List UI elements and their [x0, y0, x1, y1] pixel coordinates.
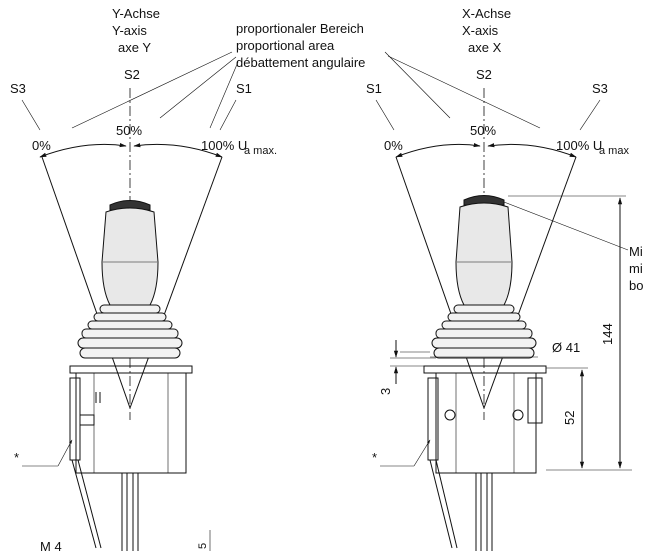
right-mount-plate [423, 365, 547, 374]
left-axis-label-fr: axe Y [118, 40, 151, 55]
right-callout-line1: Mi [629, 244, 643, 259]
right-bellows [431, 304, 537, 359]
right-callout-leader [503, 201, 629, 251]
left-side-block [69, 377, 81, 461]
right-screw-left [444, 409, 456, 421]
left-screw [79, 414, 95, 426]
left-dim-partial: 5 [197, 543, 209, 549]
right-housing [435, 372, 537, 474]
left-grip-body [101, 207, 159, 306]
right-grip-cap [463, 195, 505, 206]
left-bellows [77, 304, 183, 359]
right-arc-left [395, 142, 481, 158]
label-proportional-fr: débattement angulaire [236, 55, 365, 70]
right-dim-3: 3 [378, 388, 393, 395]
left-m4-label: M 4 [40, 539, 62, 551]
right-dim-d41: Ø 41 [552, 340, 580, 355]
left-pct-100: 100% U [201, 138, 247, 153]
left-cable [71, 459, 97, 549]
right-screw-right [512, 409, 524, 421]
proportional-range-label: proportionaler Bereich proportional area… [71, 21, 541, 129]
left-ua-subscript: a max. [244, 145, 277, 157]
left-s3-label: S3 [10, 81, 26, 96]
leader-line [387, 55, 541, 129]
right-s1-label: S1 [366, 81, 382, 96]
left-pct-50: 50% [116, 123, 142, 138]
right-s1-line [375, 99, 395, 131]
left-s1-line [219, 99, 237, 131]
right-side-block [427, 377, 439, 461]
right-pct-50: 50% [470, 123, 496, 138]
leader-line [159, 56, 237, 119]
right-dim-52: 52 [562, 411, 577, 425]
left-mount-plate [69, 365, 193, 374]
left-arc-right [133, 143, 223, 158]
left-s3-line [21, 99, 41, 131]
label-proportional-de: proportionaler Bereich [236, 21, 364, 36]
right-arc-right [487, 143, 577, 158]
right-callout-line3: bo [629, 278, 643, 293]
left-s1-label: S1 [236, 81, 252, 96]
right-dim-144: 144 [600, 323, 615, 345]
leader-line [384, 51, 451, 119]
left-star: * [14, 450, 19, 465]
right-axis-label-fr: axe X [468, 40, 502, 55]
right-callout-line2: mi [629, 261, 643, 276]
right-s2-label: S2 [476, 67, 492, 82]
left-axis-label-en: Y-axis [112, 23, 147, 38]
leader-line [71, 51, 233, 129]
right-pct-0: 0% [384, 138, 403, 153]
right-grip-body [455, 202, 513, 306]
right-s3-line [579, 99, 601, 131]
left-arc-left [39, 143, 127, 158]
right-axis-label-en: X-axis [462, 23, 499, 38]
right-pct-100: 100% U [556, 138, 602, 153]
left-s2-label: S2 [124, 67, 140, 82]
right-cable [429, 459, 453, 549]
label-proportional-en: proportional area [236, 38, 335, 53]
right-ua-subscript: a max [599, 145, 629, 157]
right-star: * [372, 450, 377, 465]
leader-line [209, 61, 239, 129]
left-grip-cap [109, 200, 151, 211]
left-axis-label-de: Y-Achse [112, 6, 160, 21]
right-s3-label: S3 [592, 81, 608, 96]
left-view-y-axis: Y-Achse Y-axis axe Y S2 S3 S1 0% 50% 100… [10, 6, 277, 551]
right-view-x-axis: X-Achse X-axis axe X S2 S1 S3 0% 50% 100… [366, 6, 643, 551]
right-axis-label-de: X-Achse [462, 6, 511, 21]
right-side-block-right [527, 377, 543, 424]
left-pct-0: 0% [32, 138, 51, 153]
left-housing [75, 372, 187, 474]
